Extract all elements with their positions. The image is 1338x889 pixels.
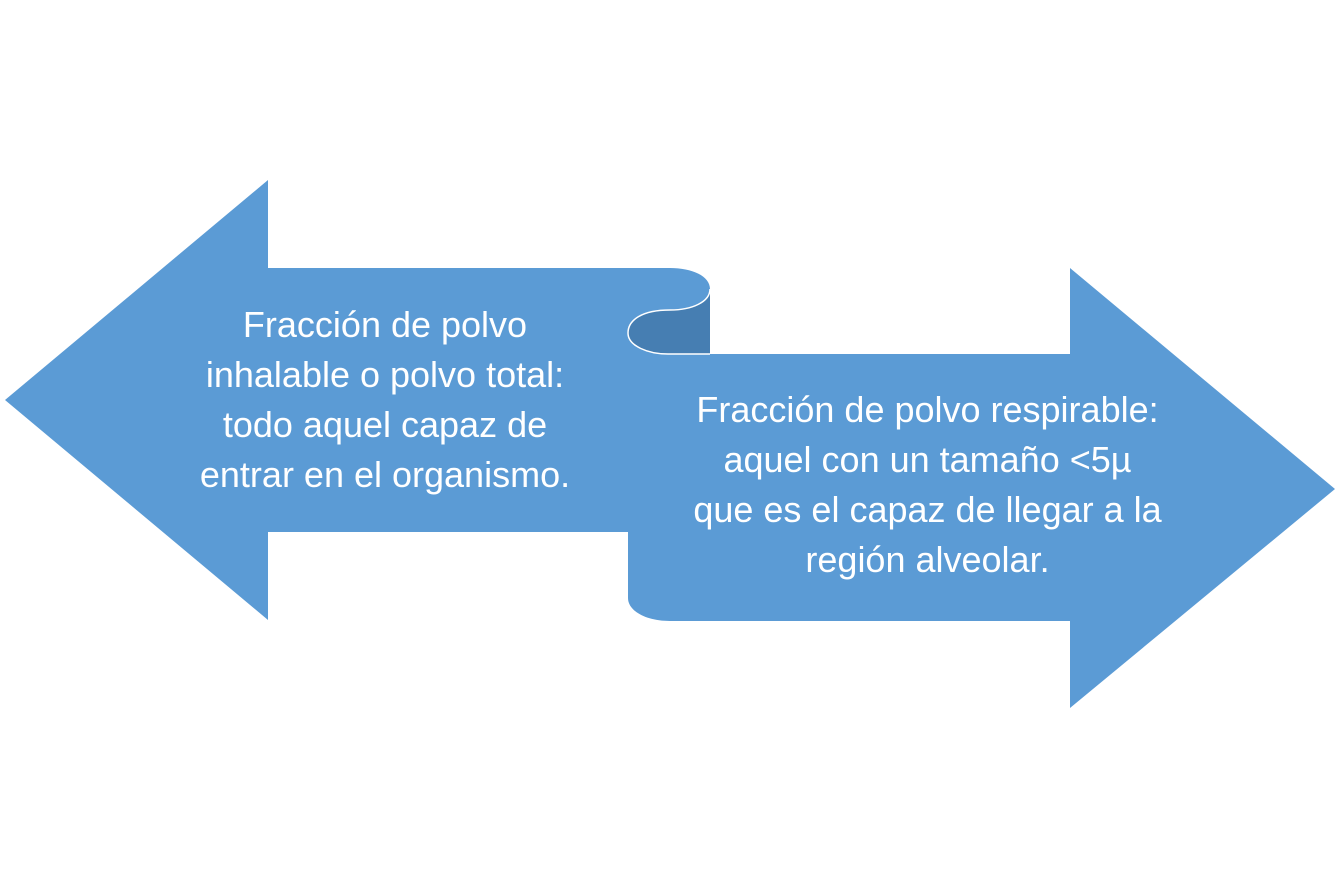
scroll-curl-edge bbox=[627, 288, 711, 355]
right-arrow-shape bbox=[628, 268, 1335, 708]
left-arrow-shape bbox=[5, 180, 710, 620]
left-arrow-line-4: entrar en el organismo. bbox=[199, 454, 571, 495]
left-arrow-text: Fracción de polvo inhalable o polvo tota… bbox=[150, 300, 620, 500]
right-arrow-line-1: Fracción de polvo respirable: bbox=[696, 389, 1159, 430]
left-arrow-line-3: todo aquel capaz de bbox=[222, 404, 548, 445]
right-arrow-line-3: que es el capaz de llegar a la bbox=[693, 489, 1162, 530]
left-arrow-line-1: Fracción de polvo bbox=[242, 304, 528, 345]
right-arrow-line-2: aquel con un tamaño <5µ bbox=[723, 439, 1132, 480]
right-arrow-line-4: región alveolar. bbox=[805, 539, 1050, 580]
left-arrow-line-2: inhalable o polvo total: bbox=[205, 354, 565, 395]
scroll-curl-shadow bbox=[628, 289, 710, 354]
right-arrow-text: Fracción de polvo respirable: aquel con … bbox=[640, 385, 1215, 585]
